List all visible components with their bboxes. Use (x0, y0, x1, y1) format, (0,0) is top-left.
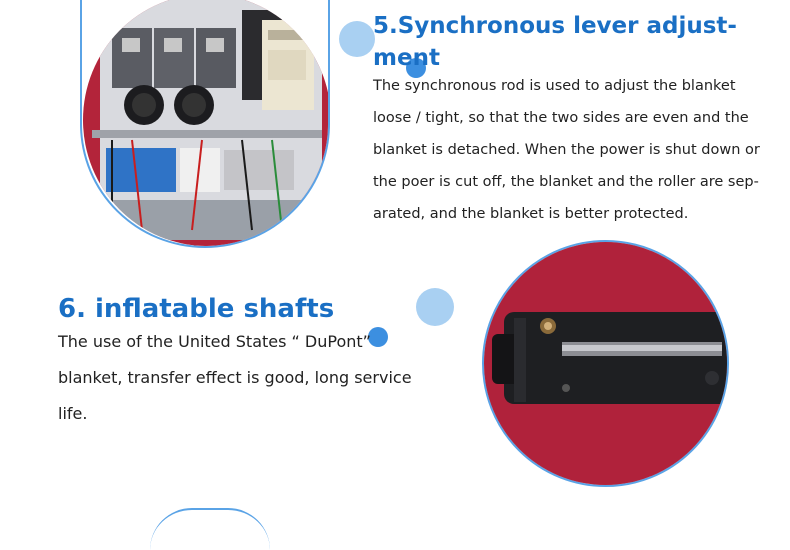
section5-line: the poer is cut off, the blanket and the… (373, 174, 759, 190)
section5-line: blanket is detached. When the power is s… (373, 142, 760, 158)
inflatable-shaft-photo (482, 240, 729, 487)
decor-dot-small-2 (368, 327, 388, 347)
section6-title: 6. inflatable shafts (58, 294, 335, 324)
section5-line: The synchronous rod is used to adjust th… (373, 78, 736, 94)
decor-dot-large-2 (416, 288, 454, 326)
section5-body: The synchronous rod is used to adjust th… (373, 70, 783, 230)
section6-body: The use of the United States “ DuPont” b… (58, 324, 418, 432)
section5-title-line2: ment (373, 45, 440, 71)
next-section-circle-edge (150, 508, 270, 550)
section5-line: loose / tight, so that the two sides are… (373, 110, 749, 126)
section6-line: blanket, transfer effect is good, long s… (58, 368, 412, 387)
section5-title-line1: 5.Synchronous lever adjust- (373, 13, 737, 39)
decor-dot-large (339, 21, 375, 57)
control-panel-illustration (83, 0, 328, 246)
inflatable-shaft-illustration (484, 242, 727, 485)
decor-dot-small (406, 58, 426, 78)
section6-line: life. (58, 404, 88, 423)
section5-title: 5.Synchronous lever adjust- ment (373, 10, 773, 74)
section5-line: arated, and the blanket is better protec… (373, 206, 689, 222)
control-panel-photo (80, 0, 330, 248)
section6-line: The use of the United States “ DuPont” (58, 332, 371, 351)
